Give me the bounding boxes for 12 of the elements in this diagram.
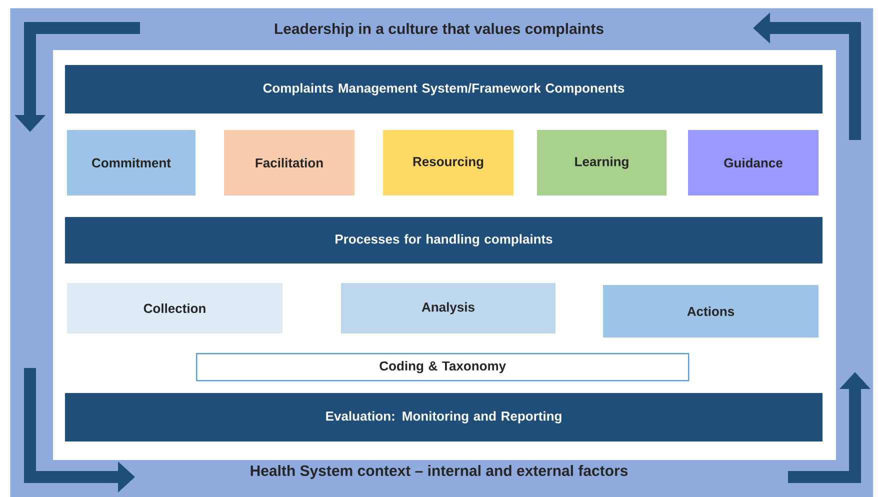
component-box: Commitment bbox=[67, 130, 196, 196]
component-box: Resourcing bbox=[383, 130, 514, 196]
heading-bar: Evaluation: Monitoring and Reporting bbox=[65, 393, 822, 442]
component-box: Facilitation bbox=[224, 130, 354, 196]
component-box: Actions bbox=[603, 285, 818, 338]
component-box: Learning bbox=[537, 130, 666, 196]
component-box: Collection bbox=[67, 283, 282, 334]
component-box: Coding & Taxonomy bbox=[196, 353, 690, 382]
component-box: Guidance bbox=[688, 130, 818, 196]
heading-bar: Processes for handling complaints bbox=[65, 217, 822, 264]
heading-bar: Complaints Management System/Framework Components bbox=[65, 65, 822, 114]
component-box: Analysis bbox=[341, 283, 556, 334]
